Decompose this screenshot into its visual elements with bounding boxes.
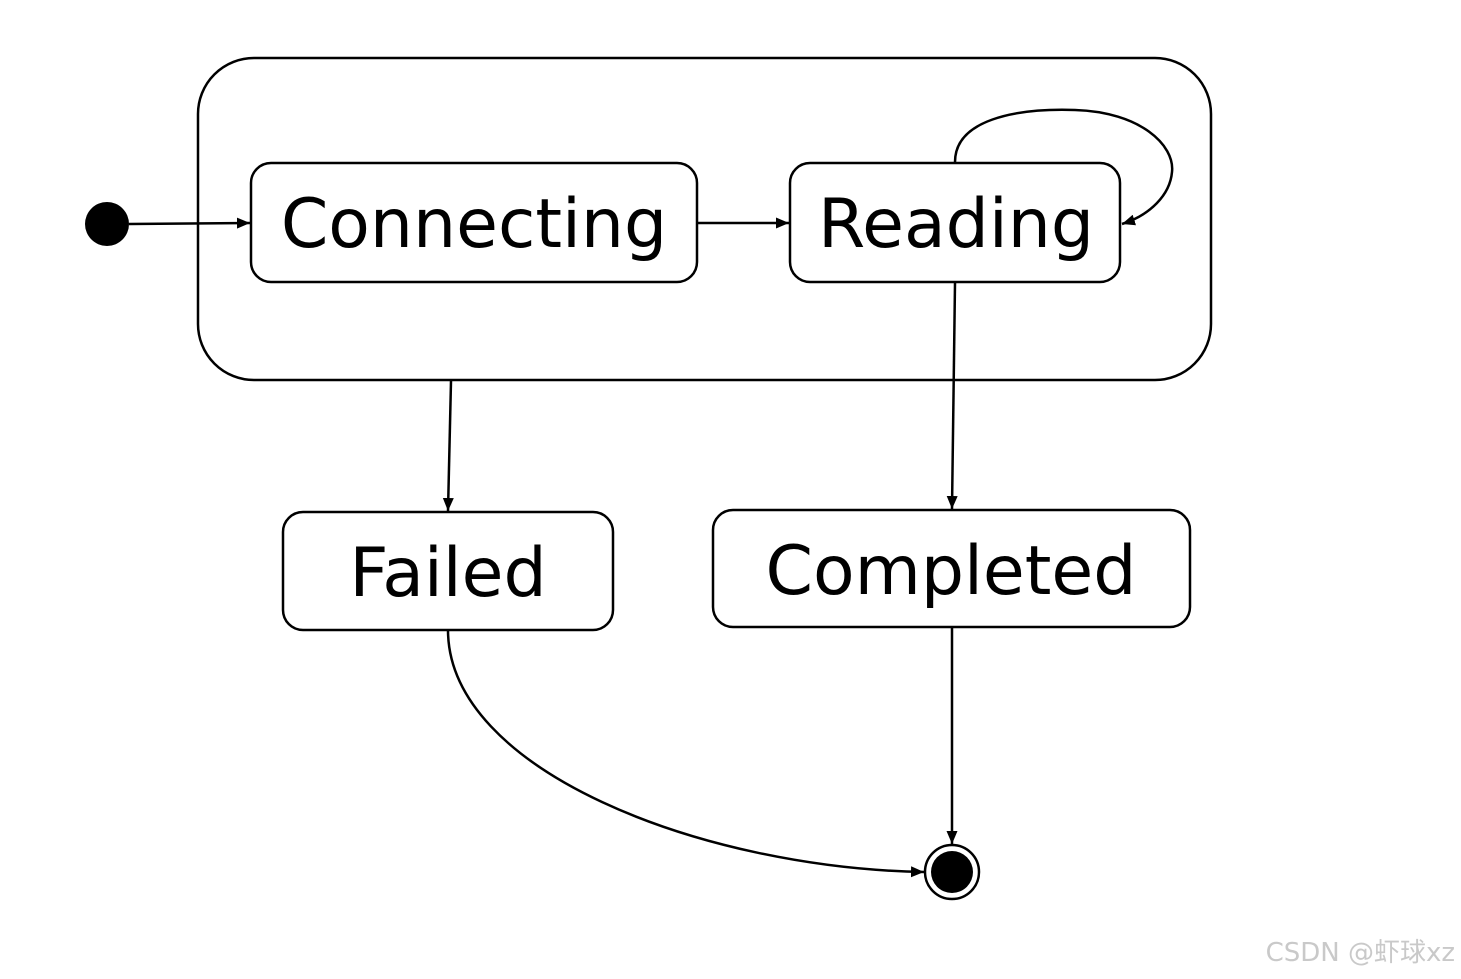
transition-composite-to-failed bbox=[442, 380, 454, 512]
state-connecting-label: Connecting bbox=[281, 185, 667, 264]
final-state-node bbox=[923, 843, 981, 901]
transition-initial-to-connecting bbox=[128, 217, 251, 229]
initial-state-node bbox=[85, 202, 129, 246]
transition-reading-to-completed bbox=[946, 282, 958, 510]
state-failed-label: Failed bbox=[349, 534, 546, 613]
state-connecting: Connecting bbox=[249, 161, 699, 284]
composite-state bbox=[196, 56, 1213, 382]
watermark-text: CSDN @虾球xz bbox=[1265, 938, 1455, 968]
state-completed-box bbox=[711, 508, 1192, 629]
state-completed-label: Completed bbox=[766, 532, 1137, 611]
state-reading-box bbox=[788, 161, 1122, 284]
transition-failed-to-final bbox=[446, 629, 925, 878]
final-state-dot bbox=[931, 851, 973, 893]
state-reading-label: Reading bbox=[818, 185, 1094, 264]
transition-reading-self-loop bbox=[953, 108, 1174, 226]
state-reading: Reading bbox=[788, 161, 1122, 284]
state-completed: Completed bbox=[711, 508, 1192, 629]
state-failed: Failed bbox=[281, 510, 615, 632]
